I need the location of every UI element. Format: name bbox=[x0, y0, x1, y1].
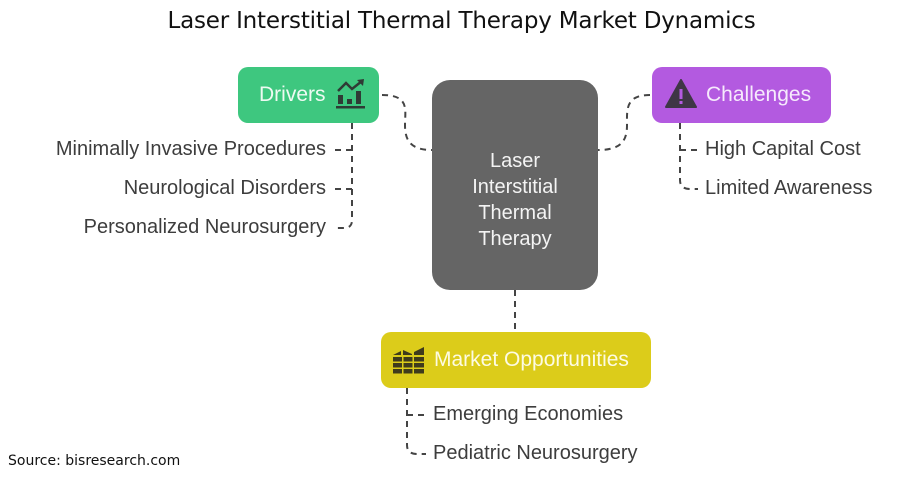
center-label-line: Laser bbox=[489, 150, 541, 172]
challenge-item: High Capital Cost bbox=[705, 138, 861, 160]
warning-triangle-icon bbox=[665, 79, 697, 114]
challenges-label: Challenges bbox=[706, 83, 812, 106]
opportunities-node[interactable]: Market Opportunities bbox=[381, 332, 651, 388]
driver-item: Personalized Neurosurgery bbox=[83, 216, 326, 238]
connector-drivers-items bbox=[336, 123, 353, 229]
source-caption: Source: bisresearch.com bbox=[8, 453, 181, 469]
challenges-node[interactable]: Challenges bbox=[652, 67, 831, 123]
opportunity-item: Pediatric Neurosurgery bbox=[433, 442, 638, 464]
drivers-node[interactable]: Drivers bbox=[238, 67, 379, 123]
center-label-line: Thermal bbox=[478, 202, 552, 224]
trending-bar-chart-icon bbox=[335, 79, 367, 114]
connector-challenges-center bbox=[597, 94, 651, 151]
grid-growth-icon bbox=[392, 347, 426, 379]
connector-drivers-center bbox=[381, 94, 433, 151]
driver-item: Minimally Invasive Procedures bbox=[55, 138, 326, 160]
center-label-line: Interstitial bbox=[472, 176, 558, 198]
connector-opportunities-items bbox=[406, 388, 426, 455]
opportunities-label: Market Opportunities bbox=[434, 348, 629, 371]
drivers-label: Drivers bbox=[259, 83, 326, 106]
opportunity-item: Emerging Economies bbox=[433, 403, 624, 425]
center-node[interactable]: Laser Interstitial Thermal Therapy bbox=[432, 80, 598, 290]
connector-challenges-items bbox=[679, 123, 698, 190]
challenge-item: Limited Awareness bbox=[705, 177, 873, 199]
center-label-line: Therapy bbox=[478, 228, 552, 250]
center-label: Laser Interstitial Thermal Therapy bbox=[472, 118, 558, 252]
diagram-title: Laser Interstitial Thermal Therapy Marke… bbox=[167, 8, 756, 34]
driver-item: Neurological Disorders bbox=[123, 177, 326, 199]
